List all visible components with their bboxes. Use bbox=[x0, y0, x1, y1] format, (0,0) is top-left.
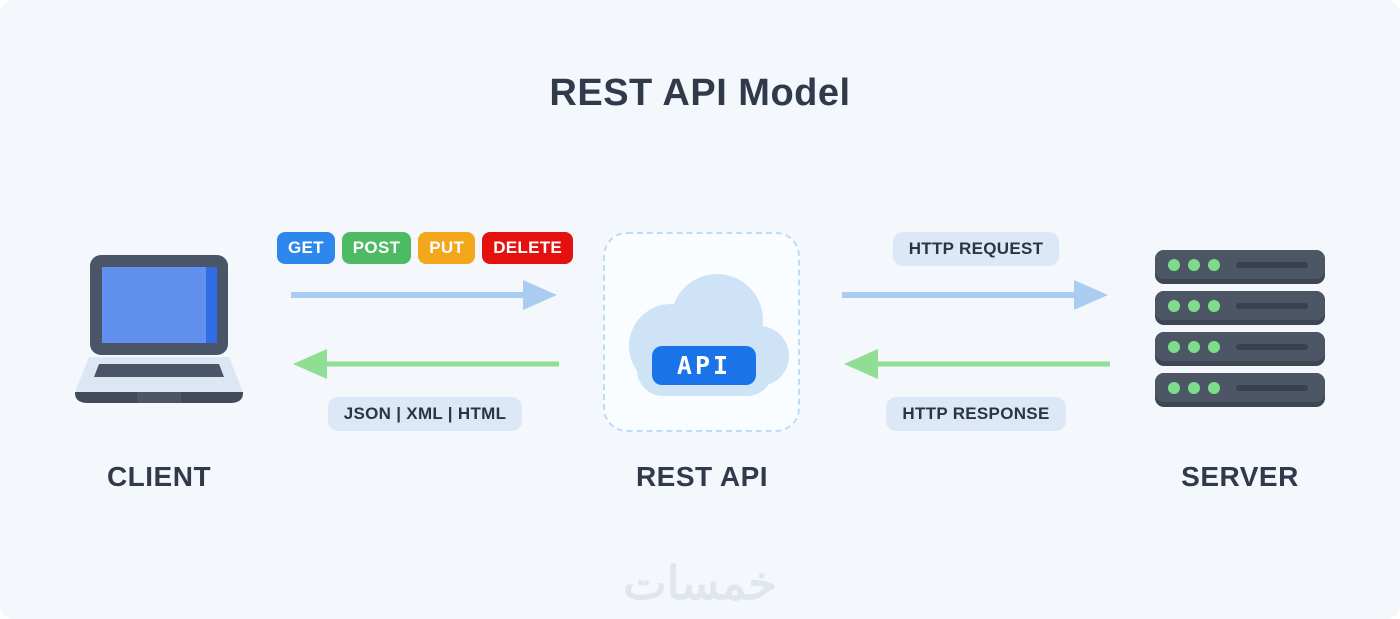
method-badge-put: PUT bbox=[418, 232, 476, 265]
watermark-text: خمسات bbox=[623, 557, 777, 609]
method-badge-post: POST bbox=[341, 232, 412, 265]
rest-api-box: API bbox=[603, 232, 800, 432]
laptop-icon bbox=[75, 255, 243, 403]
http-request-row: HTTP REQUEST bbox=[844, 232, 1108, 266]
rest-api-label: REST API bbox=[635, 461, 769, 492]
http-response-pill: HTTP RESPONSE bbox=[886, 397, 1066, 431]
api-chip: API bbox=[652, 346, 756, 385]
method-badge-delete: DELETE bbox=[482, 232, 574, 265]
method-badge-get: GET bbox=[276, 232, 335, 265]
server-rack-icon bbox=[1155, 250, 1325, 407]
page-title: REST API Model bbox=[549, 72, 851, 114]
response-arrow-server-to-api bbox=[844, 349, 1110, 379]
http-response-row: HTTP RESPONSE bbox=[844, 397, 1108, 431]
client-label: CLIENT bbox=[106, 461, 212, 492]
http-request-pill: HTTP REQUEST bbox=[892, 232, 1060, 266]
response-arrow-api-to-client bbox=[293, 349, 559, 379]
request-arrow-api-to-server bbox=[842, 280, 1108, 310]
response-formats-pill: JSON | XML | HTML bbox=[327, 397, 523, 431]
request-arrow-client-to-api bbox=[291, 280, 557, 310]
server-label: SERVER bbox=[1181, 461, 1299, 492]
response-formats-row: JSON | XML | HTML bbox=[293, 397, 557, 431]
http-methods-row: GET POST PUT DELETE bbox=[276, 232, 574, 265]
